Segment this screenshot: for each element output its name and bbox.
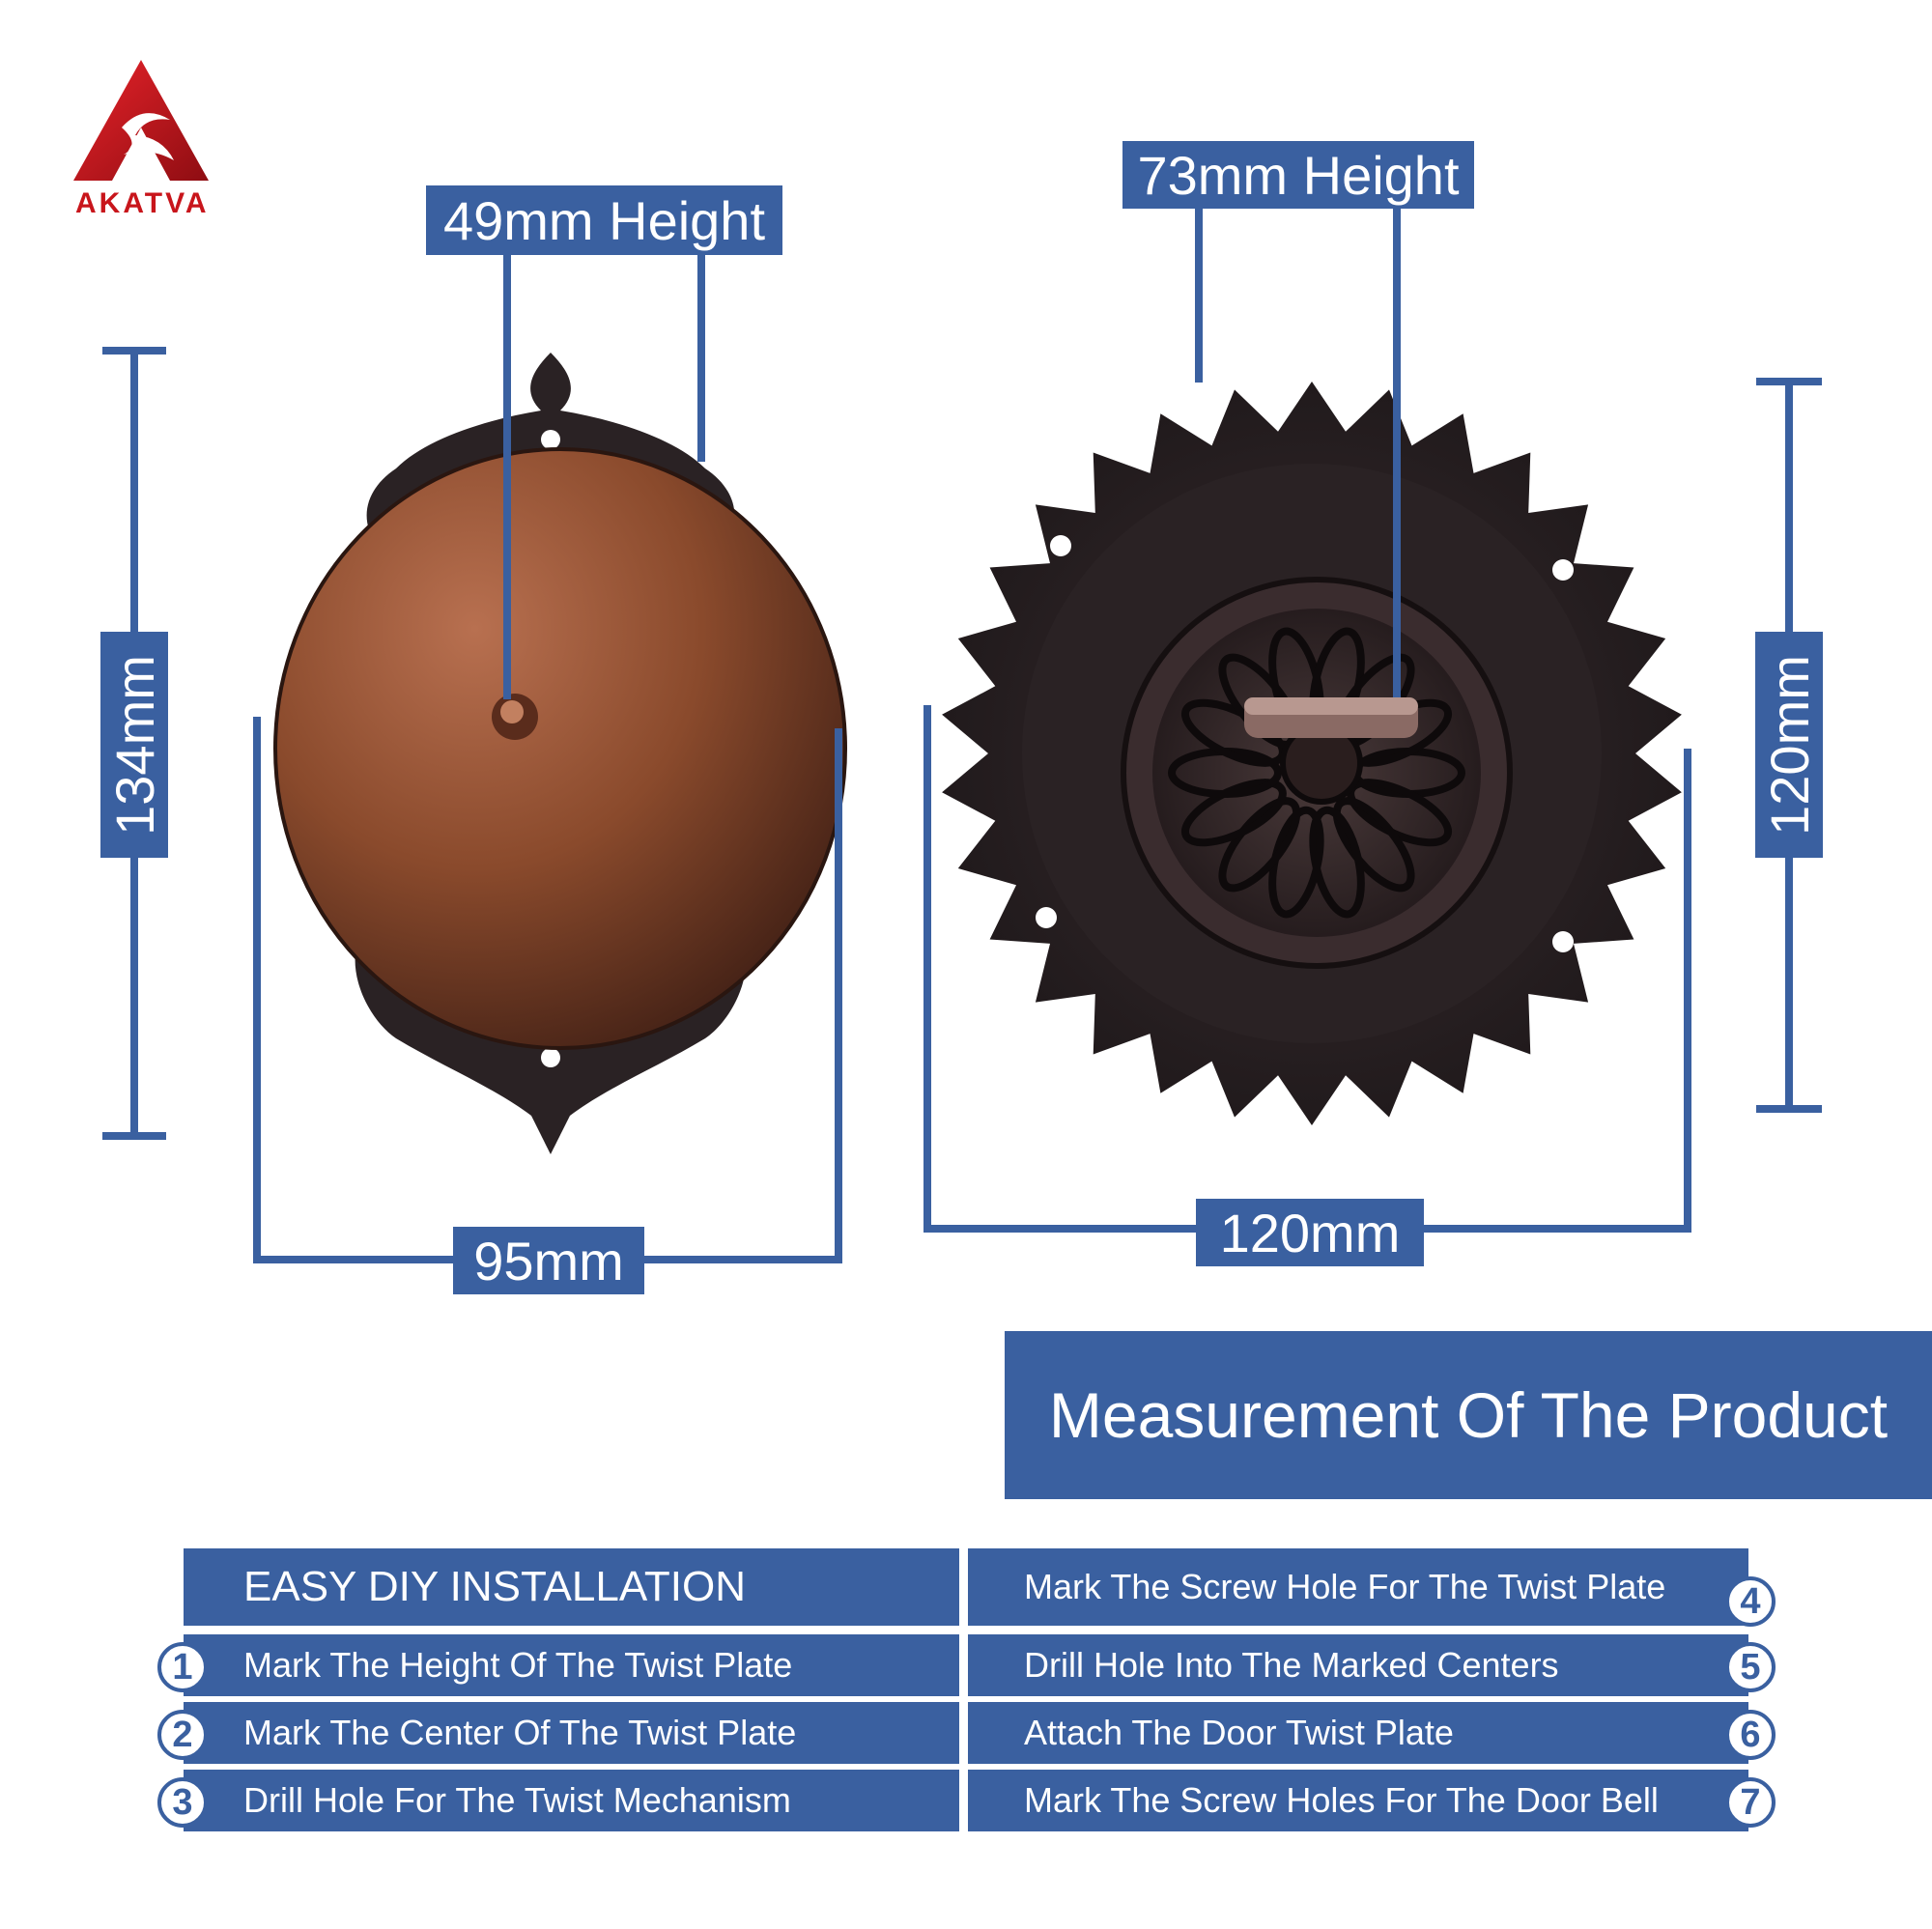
step-5: Drill Hole Into The Marked Centers bbox=[968, 1634, 1748, 1696]
dim-label-134: 134mm bbox=[100, 632, 168, 858]
step-7: Mark The Screw Holes For The Door Bell bbox=[968, 1770, 1748, 1831]
dim-95-left-leg bbox=[253, 717, 261, 1263]
step-4: Mark The Screw Hole For The Twist Plate bbox=[968, 1548, 1748, 1626]
step-1: Mark The Height Of The Twist Plate bbox=[184, 1634, 959, 1696]
dim-120w-left-leg bbox=[923, 705, 931, 1233]
step-number-1: 1 bbox=[157, 1642, 208, 1692]
dim-49-leader-left bbox=[503, 253, 511, 699]
dim-label-120-vertical: 120mm bbox=[1755, 632, 1823, 858]
dim-120v-bottom-cap bbox=[1756, 1105, 1822, 1113]
step-number-3: 3 bbox=[157, 1777, 208, 1828]
dim-73-leader-right bbox=[1393, 207, 1401, 697]
step-2: Mark The Center Of The Twist Plate bbox=[184, 1702, 959, 1764]
step-6: Attach The Door Twist Plate bbox=[968, 1702, 1748, 1764]
installation-header: EASY DIY INSTALLATION bbox=[184, 1548, 959, 1626]
step-number-2: 2 bbox=[157, 1710, 208, 1760]
step-number-4: 4 bbox=[1725, 1576, 1776, 1627]
dim-73-leader-left bbox=[1195, 207, 1203, 383]
dim-label-95: 95mm bbox=[453, 1227, 644, 1294]
dim-label-73-height: 73mm Height bbox=[1122, 141, 1474, 209]
dim-label-120-width: 120mm bbox=[1196, 1199, 1424, 1266]
dim-134-bottom-cap bbox=[102, 1132, 166, 1140]
logo-mark-icon bbox=[73, 60, 209, 181]
brand-name: AKATVA bbox=[75, 187, 210, 219]
step-number-6: 6 bbox=[1725, 1710, 1776, 1760]
bell-product-image bbox=[273, 353, 847, 1154]
step-3: Drill Hole For The Twist Mechanism bbox=[184, 1770, 959, 1831]
step-number-7: 7 bbox=[1725, 1777, 1776, 1828]
twist-plate-product-image bbox=[942, 382, 1682, 1125]
dim-120w-right-leg bbox=[1684, 749, 1691, 1233]
dim-49-leader-right bbox=[697, 253, 705, 462]
dim-label-49-height: 49mm Height bbox=[426, 185, 782, 255]
measurement-title: Measurement Of The Product bbox=[1005, 1331, 1932, 1499]
step-number-5: 5 bbox=[1725, 1642, 1776, 1692]
dim-95-right-leg bbox=[835, 728, 842, 1263]
